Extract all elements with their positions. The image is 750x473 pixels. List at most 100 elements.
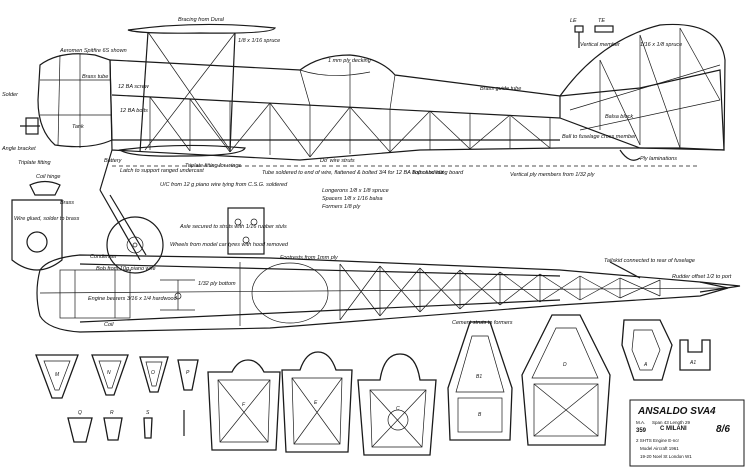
title-block: ANSALDO SVA4 M.A. 359 C MILANI 8/6 Span …	[629, 399, 745, 467]
label-tank: Tank	[72, 124, 84, 130]
former-q-shape: Q	[67, 410, 93, 443]
label-ply-decking: 1 mm ply decking	[328, 58, 372, 64]
former-c-label: C	[396, 406, 400, 412]
former-r-label: R	[110, 410, 114, 416]
bracing-wire-2	[144, 32, 236, 151]
label-coil-hinge: Coil hinge	[36, 174, 60, 180]
wheel	[106, 216, 164, 274]
title-author: C MILANI	[660, 426, 687, 432]
former-d-shape: D	[521, 314, 611, 446]
former-m-label: M	[55, 372, 60, 378]
label-latch: Latch to support ranged undercast	[120, 168, 204, 174]
label-piano-wire-uc: U/C from 12 g piano wire tying from C.S.…	[160, 182, 288, 188]
former-f-shape: F	[207, 359, 281, 451]
label-battery: Battery	[104, 158, 123, 164]
former-p-label: P	[186, 370, 190, 376]
side-view-fuselage	[20, 23, 726, 274]
axle-detail: Axle secured to struts with 1/16 rubber …	[96, 207, 289, 272]
former-n-label: N	[107, 370, 111, 376]
former-b1-label: B1	[476, 374, 482, 380]
former-e-shape: E	[281, 351, 353, 453]
former-q-label: Q	[78, 410, 82, 416]
le-te-detail	[574, 25, 614, 48]
former-c-shape: C	[357, 353, 437, 456]
former-a1-label: A1	[689, 360, 696, 366]
label-brass: Brass	[60, 200, 74, 206]
former-b-label: B	[478, 412, 482, 418]
label-te: TE	[598, 18, 605, 24]
former-a-shape: A	[621, 319, 673, 381]
top-view-labels: Condenser Engine bearers 3/16 x 1/4 hard…	[88, 254, 732, 328]
label-spacers: Spacers 1/8 x 1/16 balsa	[322, 196, 383, 202]
label-solder: Solder	[2, 92, 19, 98]
title-line3: Model Aircraft 1961	[640, 446, 679, 451]
title-price: 8/6	[716, 424, 730, 435]
lower-wing-section	[118, 144, 246, 157]
title-plan-no-label: M.A.	[636, 420, 645, 425]
label-angle-bracket: Angle bracket	[1, 146, 36, 152]
former-m-shape: M	[35, 354, 79, 399]
title-plan-no: 359	[636, 428, 647, 434]
label-condenser: Condenser	[90, 254, 118, 260]
label-top-board: Top of building board	[412, 170, 464, 176]
title-line2: 2 SHTS Engine E-ncr	[636, 438, 680, 443]
label-guide-tube: Brass guide tube	[480, 86, 521, 92]
label-cement-struts: Cement struts to formers	[452, 320, 513, 326]
label-triplate: Triplate fitting	[18, 160, 52, 166]
cabane-strut-rear	[229, 32, 236, 153]
former-a-label: A	[643, 362, 648, 368]
label-spitfire: Aeromen Spitfire 6S shown	[59, 48, 127, 54]
title-name: ANSALDO SVA4	[637, 406, 716, 417]
former-o-label: O	[151, 370, 155, 376]
label-axle: Axle secured to struts with 1/16 rubber …	[179, 224, 287, 230]
label-wire-struts: Do' wire struts	[320, 158, 355, 164]
label-coil: Coil	[104, 322, 114, 328]
tail-fin	[559, 23, 726, 151]
label-footrests: Footrests from 1mm ply	[280, 255, 339, 261]
former-o-shape: O	[139, 356, 169, 393]
label-spruce-top: 1/8 x 1/16 spruce	[238, 38, 280, 44]
label-longerons: Longerons 1/8 x 1/8 spruce	[322, 188, 389, 194]
label-bob: Bob from 10g piano wire	[96, 266, 156, 272]
fuselage-outline	[109, 54, 725, 161]
label-bracing: Bracing from Dural	[178, 17, 225, 23]
cabane-strut-front	[139, 31, 149, 153]
former-p-shape: P	[177, 359, 199, 391]
former-b1-shape: B1 B	[447, 321, 513, 441]
label-ball-hinge: Ball to fuselage cross member	[562, 134, 637, 140]
label-vertical-member: Vertical member	[580, 42, 621, 48]
top-view-fuselage	[36, 254, 741, 333]
label-brass-tube: Brass tube	[82, 74, 108, 80]
former-a1-shape: A1	[679, 339, 711, 371]
former-s-label: S	[146, 410, 150, 416]
tailskid-side	[619, 149, 641, 161]
label-tailskid: Tailskid connected to rear of fuselage	[604, 258, 695, 264]
label-triplate-wings: Triplate fitting for wings	[185, 163, 241, 169]
side-view-labels: Aeromen Spitfire 6S shown Bracing from D…	[1, 17, 682, 210]
label-tube-soldered: Tube soldered to end of wire, flattened …	[262, 170, 444, 176]
label-engine-bearers: Engine bearers 3/16 x 1/4 hardwood	[88, 296, 178, 302]
label-wheels: Wheels from model car tyres with hood re…	[170, 242, 289, 248]
engine-cowl	[37, 53, 113, 148]
former-r-shape: R	[103, 410, 123, 441]
former-n-shape: N	[91, 354, 129, 396]
label-le: LE	[570, 18, 577, 24]
label-rudder-offset: Rudder offset 1/2 to port	[672, 274, 732, 280]
label-ba-bolts: 12 BA bolts	[120, 108, 148, 114]
former-d-label: D	[563, 362, 567, 368]
label-ply-bottom: 1/32 ply bottom	[198, 281, 236, 287]
label-balsa-block: Balsa block	[605, 114, 633, 120]
former-f-label: F	[242, 402, 246, 408]
former-e-label: E	[314, 400, 318, 406]
former-s-shape: S	[143, 410, 153, 439]
bracing-wire	[147, 31, 231, 151]
label-vertical-ply: Vertical ply members from 1/32 ply	[510, 172, 596, 178]
title-line4: 19-20 Noel St London W1	[640, 454, 692, 459]
rudder-top	[699, 281, 741, 293]
label-dim: 1/16 x 1/8 spruce	[640, 42, 682, 48]
top-view-outline	[36, 254, 729, 333]
undercarriage	[99, 149, 164, 274]
label-wire-ply: Wire glued, solder to brass	[14, 216, 80, 222]
label-ply-laminations: Ply laminations	[640, 156, 677, 162]
